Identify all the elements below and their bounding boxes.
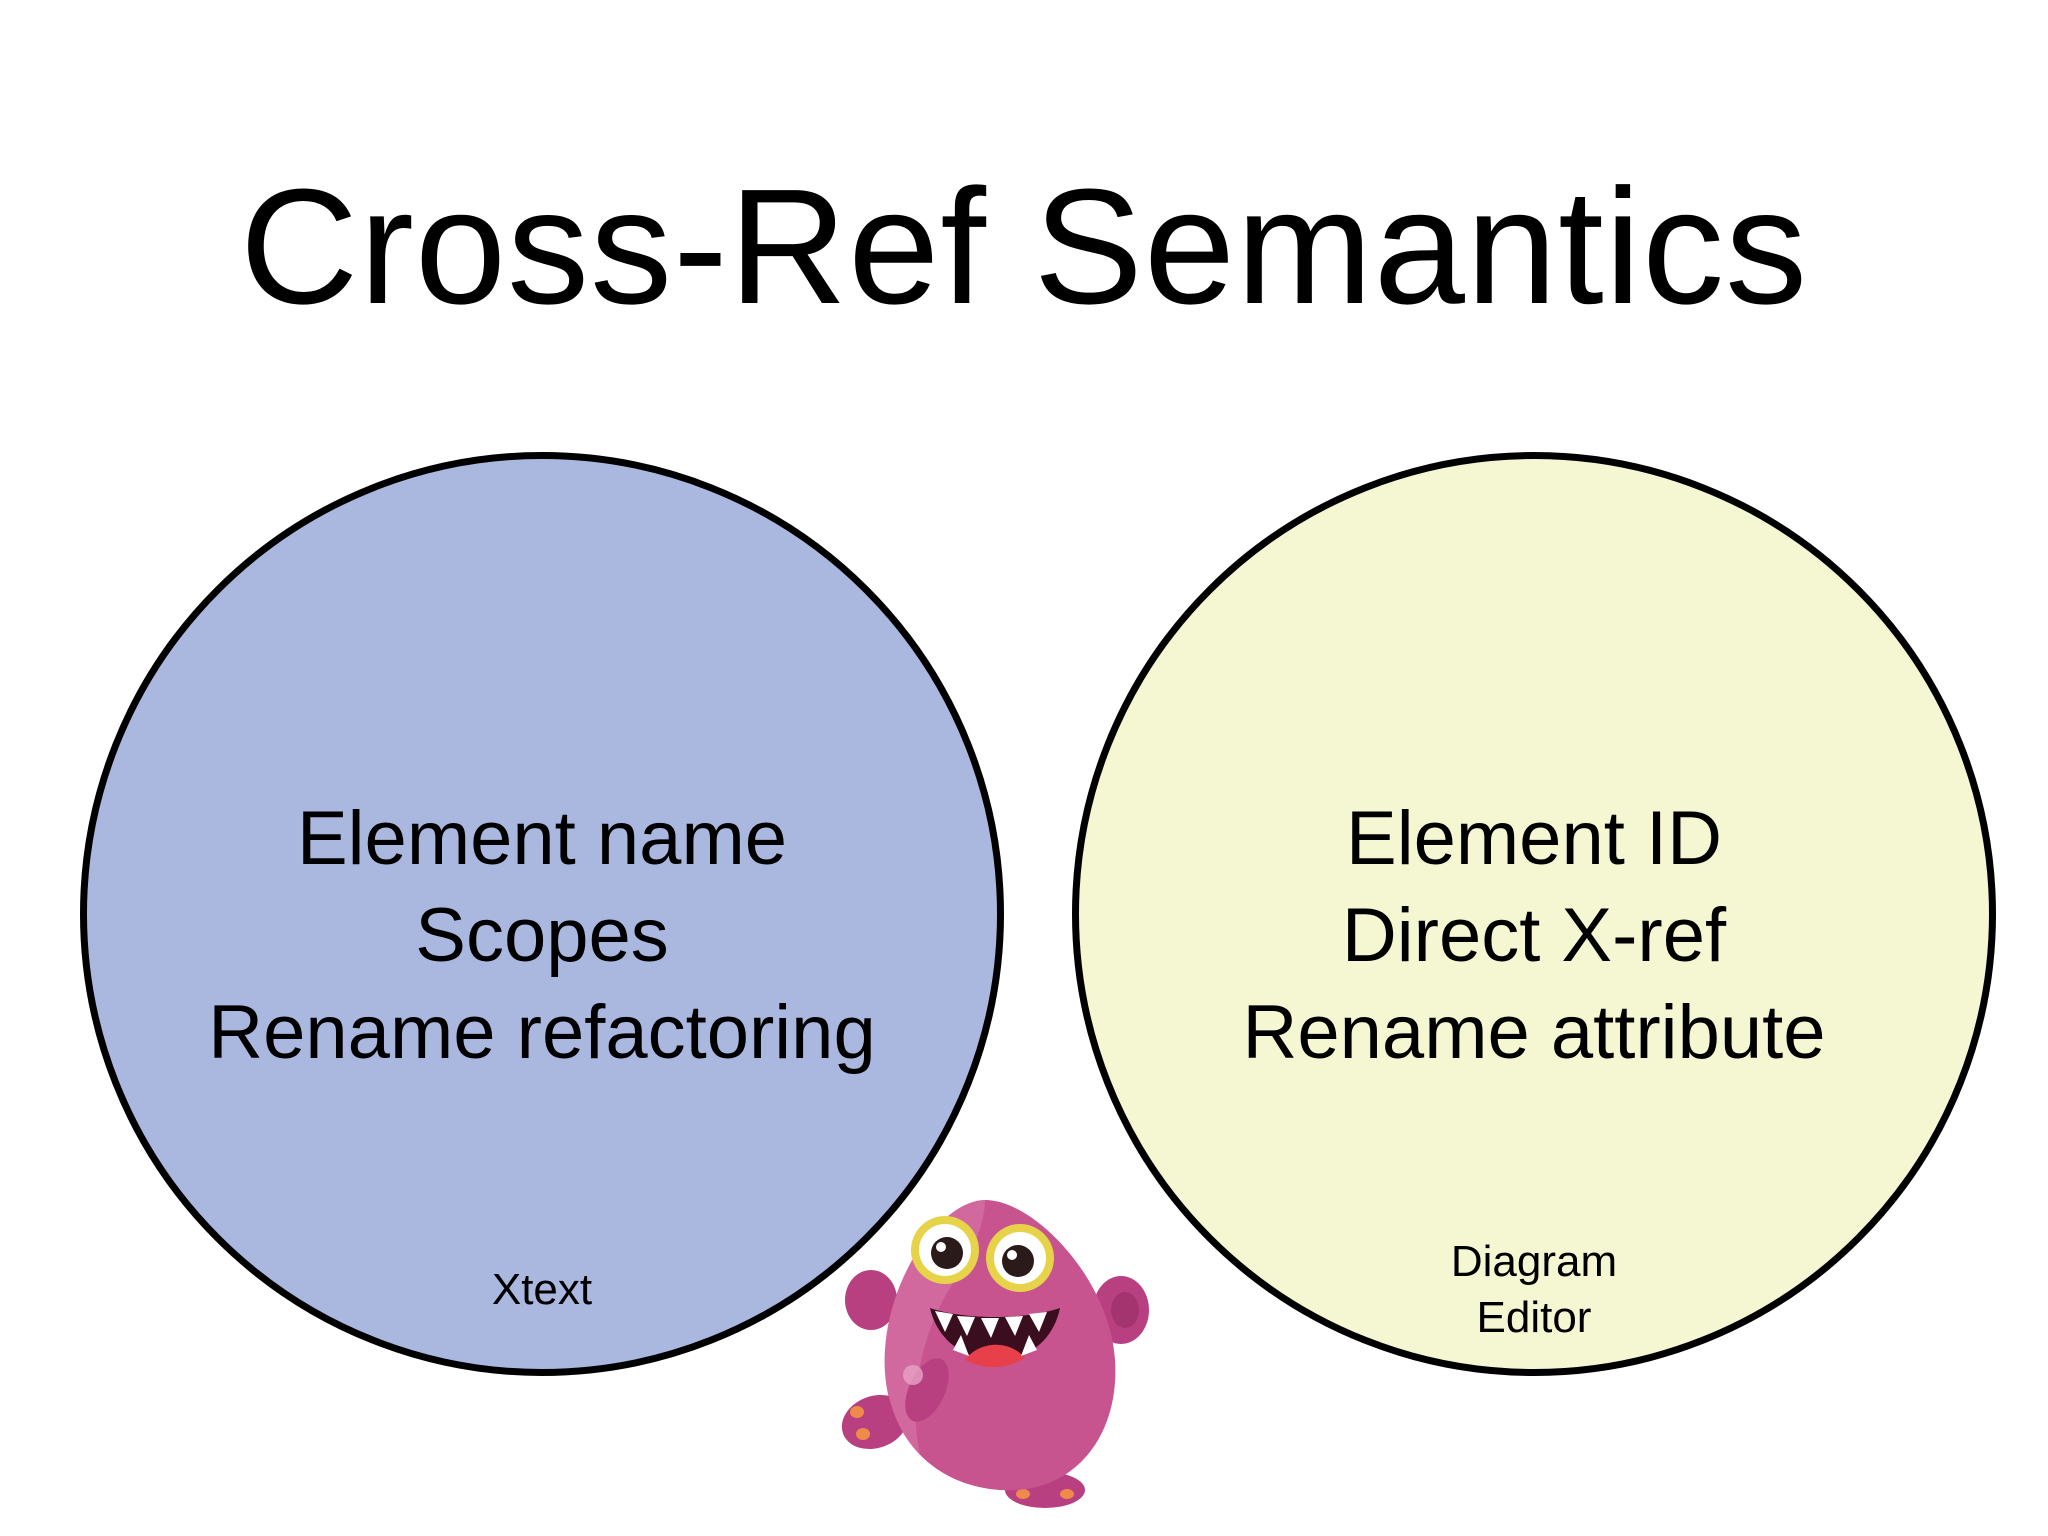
diagram-editor-item: Rename attribute <box>1242 990 1826 1075</box>
slide-title: Cross-Ref Semantics <box>239 155 1809 338</box>
diagram-editor-caption-line: Editor <box>1476 1293 1592 1342</box>
diagram-editor-items: Element ID Direct X-ref Rename attribute <box>1072 790 1996 1081</box>
xtext-caption: Xtext <box>491 1265 593 1314</box>
xtext-items: Element name Scopes Rename refactoring <box>80 790 1004 1081</box>
monster-mascot-icon <box>841 1200 1149 1508</box>
xtext-circle <box>80 452 1004 1376</box>
xtext-item: Scopes <box>415 893 669 978</box>
xtext-item: Rename refactoring <box>208 990 876 1075</box>
diagram-editor-circle <box>1072 452 1996 1376</box>
diagram-editor-caption-line: Diagram <box>1450 1237 1618 1286</box>
diagram-editor-item: Direct X-ref <box>1341 893 1727 978</box>
xtext-item: Element name <box>296 796 788 881</box>
diagram-editor-caption: Diagram Editor <box>1372 1234 1696 1346</box>
diagram-editor-item: Element ID <box>1346 796 1722 881</box>
